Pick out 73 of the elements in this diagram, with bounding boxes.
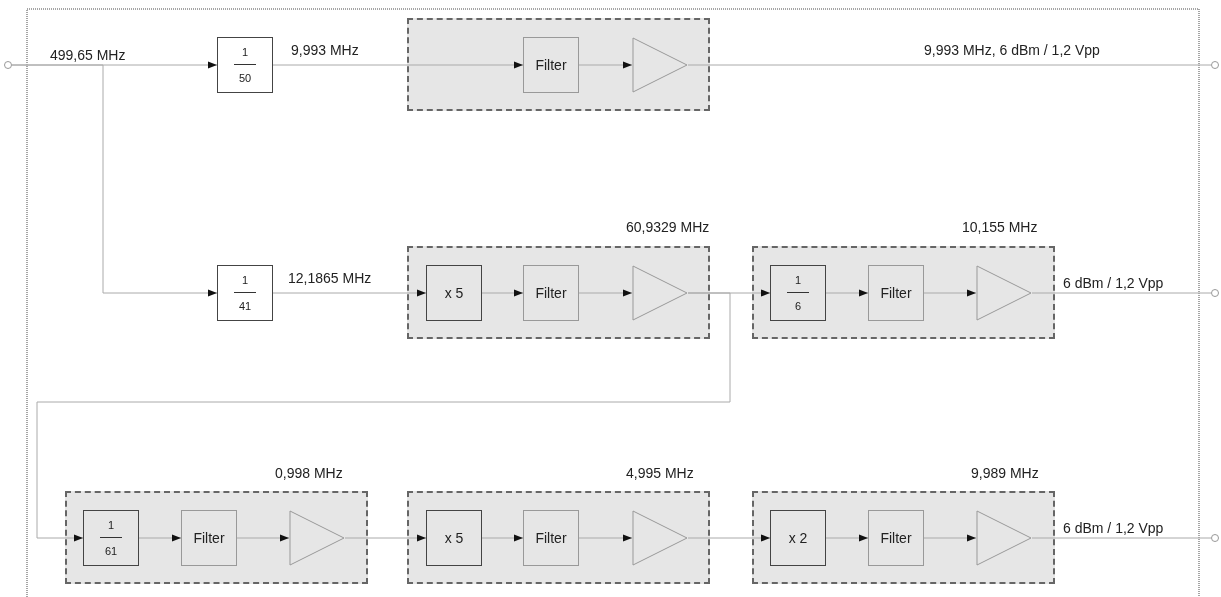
edge-label: 9,993 MHz, 6 dBm / 1,2 Vpp: [924, 42, 1100, 58]
frequency-label: 9,989 MHz: [971, 465, 1039, 481]
frequency-label: 0,998 MHz: [275, 465, 343, 481]
arrow: [923, 289, 977, 297]
arrow: [272, 61, 524, 69]
arrow: [578, 534, 633, 542]
arrow: [578, 61, 633, 69]
edge-label: 6 dBm / 1,2 Vpp: [1063, 275, 1164, 291]
arrow: [825, 289, 869, 297]
box-label: Filter: [880, 286, 912, 300]
amplifier-symbol: [289, 510, 345, 566]
connector-line: [687, 64, 1212, 66]
filter-box: [181, 510, 237, 566]
terminal-circle: [1211, 61, 1219, 69]
numerator: 1: [241, 47, 249, 58]
numerator: 1: [107, 520, 115, 531]
arrow: [578, 289, 633, 297]
amplifier-symbol: [632, 265, 688, 321]
multiplier-box: [426, 265, 482, 321]
amplifier-symbol: [632, 37, 688, 93]
amplifier-symbol: [976, 265, 1032, 321]
edge-label: 12,1865 MHz: [288, 270, 372, 286]
connector-line: [1031, 537, 1212, 539]
edge-label: 499,65 MHz: [50, 47, 126, 63]
arrow: [236, 534, 290, 542]
filter-box: [523, 265, 579, 321]
connector-line: [1031, 292, 1212, 294]
amplifier-symbol: [632, 510, 688, 566]
arrow: [825, 534, 869, 542]
box-label: x 2: [788, 531, 808, 545]
box-label: Filter: [193, 531, 225, 545]
dashed-group-panel: [752, 491, 1055, 584]
terminal-circle: [1211, 534, 1219, 542]
terminal-circle: [1211, 289, 1219, 297]
dashed-group-panel: [407, 246, 710, 339]
multiplier-box: [770, 510, 826, 566]
numerator: 1: [241, 275, 249, 286]
frequency-label: 4,995 MHz: [626, 465, 694, 481]
box-label: Filter: [535, 531, 567, 545]
box-label: x 5: [444, 286, 464, 300]
frequency-label: 60,9329 MHz: [626, 219, 710, 235]
box-label: Filter: [535, 286, 567, 300]
filter-box: [868, 510, 924, 566]
multiplier-box: [426, 510, 482, 566]
arrow: [481, 534, 524, 542]
dashed-group-panel: [752, 246, 1055, 339]
filter-box: [523, 510, 579, 566]
amplifier-symbol: [976, 510, 1032, 566]
arrow: [687, 534, 771, 542]
denominator: 50: [238, 73, 252, 84]
numerator: 1: [794, 275, 802, 286]
arrow: [923, 534, 977, 542]
denominator: 61: [104, 546, 118, 557]
arrow: [272, 289, 427, 297]
arrow: [11, 64, 218, 297]
arrow: [36, 292, 731, 542]
edge-label: 6 dBm / 1,2 Vpp: [1063, 520, 1164, 536]
denominator: 6: [794, 301, 802, 312]
box-label: Filter: [880, 531, 912, 545]
filter-box: [868, 265, 924, 321]
arrow: [481, 289, 524, 297]
dashed-group-panel: [407, 18, 710, 111]
box-label: Filter: [535, 58, 567, 72]
dashed-group-panel: [65, 491, 368, 584]
arrow: [138, 534, 182, 542]
dashed-group-panel: [407, 491, 710, 584]
filter-box: [523, 37, 579, 93]
frequency-label: 10,155 MHz: [962, 219, 1038, 235]
edge-label: 9,993 MHz: [291, 42, 359, 58]
terminal-circle: [4, 61, 12, 69]
box-label: x 5: [444, 531, 464, 545]
denominator: 41: [238, 301, 252, 312]
arrow: [344, 534, 427, 542]
